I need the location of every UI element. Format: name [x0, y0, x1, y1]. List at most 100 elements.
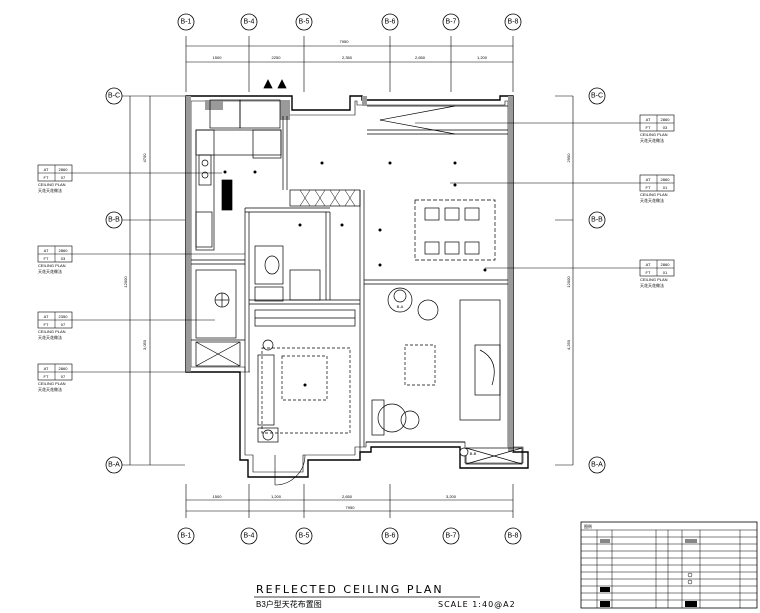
dim-left-total: 12000	[123, 276, 128, 288]
svg-text:天花天花做法: 天花天花做法	[640, 197, 664, 203]
svg-text:AT: AT	[44, 248, 49, 253]
svg-text:CEILING PLAN: CEILING PLAN	[640, 132, 668, 137]
legend-table	[580, 521, 758, 609]
svg-text:天花天花做法: 天花天花做法	[640, 282, 664, 288]
top-dimension-lines	[185, 36, 514, 92]
grid-bottom-3: B-5	[299, 533, 310, 540]
svg-text:天花天花做法: 天花天花做法	[38, 334, 62, 340]
svg-text:FT: FT	[44, 322, 49, 327]
svg-text:天花天花做法: 天花天花做法	[38, 187, 62, 193]
dim-top-total: 7950	[340, 39, 350, 44]
callout-right-2: AT 2860 FT 01 CEILING PLAN 天花天花做法	[639, 174, 675, 203]
svg-text:AT: AT	[44, 314, 49, 319]
callout-left-1: AT 2860 FT 07 CEILING PLAN 天花天花做法	[37, 164, 73, 193]
svg-text:FT: FT	[44, 256, 49, 261]
tag-bb: B-B	[470, 451, 477, 456]
svg-text:CEILING PLAN: CEILING PLAN	[38, 381, 66, 386]
svg-text:FT: FT	[646, 270, 651, 275]
dim-right-2: 12000	[566, 276, 571, 288]
grid-right-1: B-C	[591, 93, 603, 100]
dim-bottom-total: 7950	[346, 505, 356, 510]
svg-text:天花天花做法: 天花天花做法	[640, 137, 664, 143]
svg-text:AT: AT	[44, 366, 49, 371]
dim-top-1: 1500	[213, 55, 223, 60]
svg-text:03: 03	[61, 256, 66, 261]
callout-left-3: AT 2350 FT 07 CEILING PLAN 天花天花做法	[37, 311, 73, 340]
grid-top-6: B-8	[508, 19, 519, 26]
svg-text:2860: 2860	[661, 177, 671, 182]
svg-text:07: 07	[61, 322, 66, 327]
svg-text:2860: 2860	[59, 366, 69, 371]
svg-text:FT: FT	[44, 175, 49, 180]
dim-bottom-3: 2,650	[342, 494, 353, 499]
drawing-scale: SCALE 1:40@A2	[438, 600, 516, 609]
callout-left-2: AT 2860 FT 03 CEILING PLAN 天花天花做法	[37, 245, 73, 274]
svg-text:AT: AT	[646, 177, 651, 182]
ceiling-lights	[223, 161, 487, 387]
drawing-subtitle: B3户型天花布置图	[256, 599, 322, 609]
svg-text:03: 03	[663, 125, 668, 130]
callout-right-3: AT 2860 FT 01 CEILING PLAN 天花天花做法	[639, 259, 675, 288]
legend-symbols	[600, 539, 697, 607]
svg-text:2860: 2860	[661, 262, 671, 267]
svg-text:2860: 2860	[59, 167, 69, 172]
svg-text:07: 07	[61, 175, 66, 180]
grid-bottom-1: B-1	[181, 533, 192, 540]
svg-text:AT: AT	[646, 262, 651, 267]
svg-text:CEILING PLAN: CEILING PLAN	[38, 329, 66, 334]
svg-text:天花天花做法: 天花天花做法	[38, 386, 62, 392]
svg-text:2350: 2350	[59, 314, 69, 319]
side-dimension-lines	[120, 95, 574, 466]
grid-right-2: B-B	[591, 217, 603, 224]
dim-bottom-4: 3,200	[446, 494, 457, 499]
svg-text:CEILING PLAN: CEILING PLAN	[640, 277, 668, 282]
tag-ba: B-A	[397, 304, 404, 309]
grid-left-2: B-B	[108, 217, 120, 224]
bottom-dimension-lines	[185, 484, 514, 518]
svg-text:2860: 2860	[59, 248, 69, 253]
grid-top-2: B-4	[244, 19, 255, 26]
svg-text:AT: AT	[646, 117, 651, 122]
drawing-title: REFLECTED CEILING PLAN	[256, 583, 444, 596]
dim-left-1: 4700	[142, 153, 147, 163]
legend-header: 图例	[584, 523, 592, 529]
grid-left-3: B-A	[108, 462, 120, 469]
grid-left-1: B-C	[108, 93, 120, 100]
grid-bottom-6: B-8	[508, 533, 519, 540]
svg-text:天花天花做法: 天花天花做法	[38, 268, 62, 274]
right-callout-leaders	[415, 122, 640, 269]
svg-text:FT: FT	[44, 374, 49, 379]
dim-left-2: 3,050	[142, 339, 147, 350]
grid-right-3: B-A	[591, 462, 603, 469]
dim-bottom-2: 1,200	[271, 494, 282, 499]
callout-left-4: AT 2860 FT 07 CEILING PLAN 天花天花做法	[37, 363, 73, 392]
dim-top-2: 2250	[272, 55, 282, 60]
svg-text:FT: FT	[646, 185, 651, 190]
dim-right-1: 2950	[566, 153, 571, 163]
svg-text:07: 07	[61, 374, 66, 379]
svg-text:CEILING PLAN: CEILING PLAN	[640, 192, 668, 197]
dim-top-5: 1,200	[477, 55, 488, 60]
floor-plan	[185, 95, 529, 486]
dim-right-3: 4,250	[566, 339, 571, 350]
callout-right-1: AT 2860 FT 03 CEILING PLAN 天花天花做法	[639, 114, 675, 143]
dim-bottom-1: 1500	[213, 494, 223, 499]
grid-top-3: B-5	[299, 19, 310, 26]
left-callout-leaders	[72, 172, 250, 373]
svg-text:CEILING PLAN: CEILING PLAN	[38, 263, 66, 268]
svg-text:FT: FT	[646, 125, 651, 130]
grid-top-1: B-1	[181, 19, 192, 26]
svg-text:01: 01	[663, 270, 668, 275]
grid-bottom-5: B-7	[446, 533, 457, 540]
svg-text:AT: AT	[44, 167, 49, 172]
dim-top-3: 2,350	[342, 55, 353, 60]
dim-top-4: 2,650	[415, 55, 426, 60]
grid-top-5: B-7	[446, 19, 457, 26]
grid-bottom-2: B-4	[244, 533, 255, 540]
svg-text:2860: 2860	[661, 117, 671, 122]
svg-text:CEILING PLAN: CEILING PLAN	[38, 182, 66, 187]
svg-text:01: 01	[663, 185, 668, 190]
grid-bottom-4: B-6	[385, 533, 396, 540]
grid-top-4: B-6	[385, 19, 396, 26]
